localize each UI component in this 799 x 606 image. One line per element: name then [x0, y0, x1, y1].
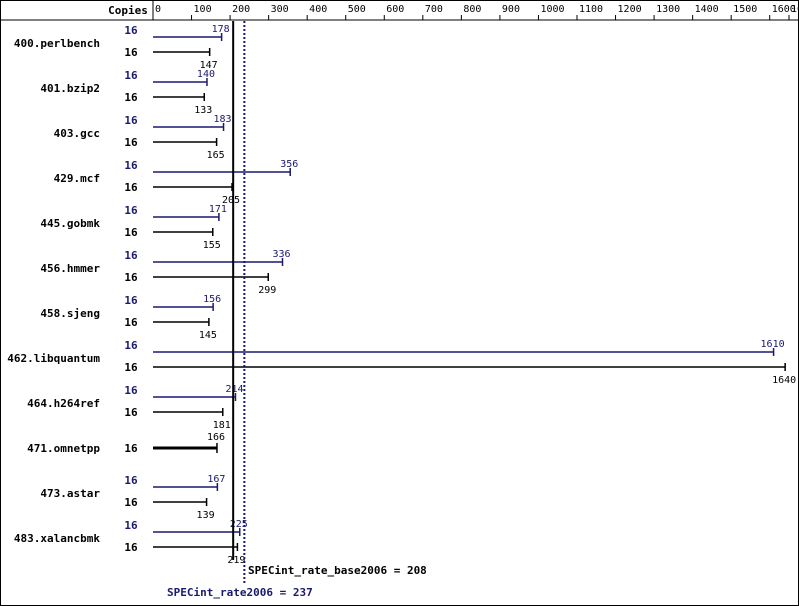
copies-label-peak: 16 — [124, 474, 138, 487]
base-value-label: 219 — [227, 555, 245, 566]
copies-label-base: 16 — [124, 181, 138, 194]
benchmark-label: 464.h264ref — [27, 397, 100, 410]
x-tick-label: 0 — [155, 4, 161, 15]
reference-lines: SPECint_rate_base2006 = 208SPECint_rate2… — [167, 21, 427, 599]
peak-value-label: 356 — [280, 159, 298, 170]
copies-label-peak: 16 — [124, 339, 138, 352]
copies-label-peak: 16 — [124, 114, 138, 127]
copies-label-base: 16 — [124, 226, 138, 239]
copies-label-base: 16 — [124, 496, 138, 509]
copies-header: Copies — [108, 4, 148, 17]
copies-label-base: 16 — [124, 91, 138, 104]
peak-value-label: 336 — [272, 249, 290, 260]
x-tick-label: 1100 — [579, 4, 603, 15]
x-tick-label: 200 — [232, 4, 250, 15]
benchmark-label: 483.xalancbmk — [14, 532, 100, 545]
copies-label-base: 16 — [124, 541, 138, 554]
x-tick-label: 500 — [348, 4, 366, 15]
base-value-label: 165 — [207, 150, 225, 161]
copies-label-base: 16 — [124, 406, 138, 419]
x-tick-label: 100 — [194, 4, 212, 15]
copies-label-base: 16 — [124, 316, 138, 329]
benchmark-label: 473.astar — [40, 487, 100, 500]
peak-value-label: 178 — [212, 24, 230, 35]
peak-value-label: 225 — [230, 519, 248, 530]
copies-label-peak: 16 — [124, 294, 138, 307]
copies-label-peak: 16 — [124, 69, 138, 82]
x-tick-label: 1300 — [656, 4, 680, 15]
peak-value-label: 171 — [209, 204, 227, 215]
x-tick-label: 1400 — [695, 4, 719, 15]
x-axis: 0 100 200 300 400 500 600 700 800 900 1000 1100 1200… — [152, 4, 799, 20]
x-tick-label: 1500 — [733, 4, 757, 15]
peak-value-label: 167 — [207, 474, 225, 485]
x-tick-label: 700 — [425, 4, 443, 15]
x-tick-label: 900 — [502, 4, 520, 15]
peak-reference-label: SPECint_rate2006 = 237 — [167, 586, 313, 599]
base-reference-label: SPECint_rate_base2006 = 208 — [248, 564, 427, 577]
benchmark-label: 456.hmmer — [40, 262, 100, 275]
copies-label-base: 16 — [124, 136, 138, 149]
copies-label-peak: 16 — [124, 24, 138, 37]
x-tick-label: 800 — [463, 4, 481, 15]
copies-label-peak: 16 — [124, 159, 138, 172]
benchmark-label: 429.mcf — [54, 172, 100, 185]
base-value-label: 145 — [199, 330, 217, 341]
benchmark-label: 458.sjeng — [40, 307, 100, 320]
x-tick-label: 1000 — [540, 4, 564, 15]
base-value-label: 181 — [213, 420, 231, 431]
benchmark-labels: 400.perlbench 16 16 401.bzip2 16 16 403.gcc 16 1… — [7, 24, 138, 554]
base-value-label: 139 — [197, 510, 215, 521]
copies-label-peak: 16 — [124, 249, 138, 262]
x-tick-label: 1650 — [791, 4, 799, 15]
x-tick-label: 1200 — [618, 4, 642, 15]
peak-value-label: 156 — [203, 294, 221, 305]
copies-label: 16 — [124, 442, 138, 455]
x-tick-label: 400 — [309, 4, 327, 15]
base-value-label: 299 — [258, 285, 276, 296]
benchmark-label: 471.omnetpp — [27, 442, 100, 455]
benchmark-label: 400.perlbench — [14, 37, 100, 50]
base-value-label: 155 — [203, 240, 221, 251]
base-value-label: 205 — [222, 195, 240, 206]
copies-label-peak: 16 — [124, 384, 138, 397]
benchmark-label: 462.libquantum — [7, 352, 100, 365]
benchmark-label: 445.gobmk — [40, 217, 100, 230]
copies-label-base: 16 — [124, 271, 138, 284]
copies-label-base: 16 — [124, 361, 138, 374]
base-value-label: 133 — [194, 105, 212, 116]
base-value-label: 147 — [200, 60, 218, 71]
base-value-label: 166 — [207, 432, 225, 443]
peak-value-label: 214 — [225, 384, 243, 395]
copies-label-peak: 16 — [124, 204, 138, 217]
peak-value-label: 1610 — [761, 339, 785, 350]
x-tick-label: 300 — [271, 4, 289, 15]
benchmark-label: 403.gcc — [54, 127, 100, 140]
copies-label-base: 16 — [124, 46, 138, 59]
peak-value-label: 140 — [197, 69, 215, 80]
x-tick-label: 600 — [386, 4, 404, 15]
copies-label-peak: 16 — [124, 519, 138, 532]
x-tick-label: 1600 — [772, 4, 796, 15]
peak-value-label: 183 — [214, 114, 232, 125]
base-value-label: 1640 — [772, 375, 796, 386]
benchmark-label: 401.bzip2 — [40, 82, 100, 95]
